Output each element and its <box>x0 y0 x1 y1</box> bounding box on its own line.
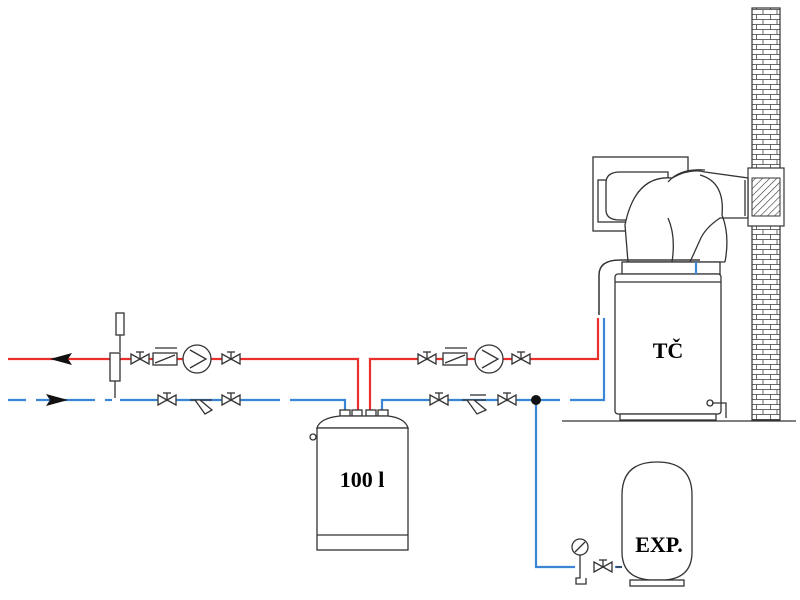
valve-icon <box>221 351 241 366</box>
circulation-pump-icon <box>474 344 504 374</box>
buffer-tank-label: 100 l <box>340 467 385 492</box>
expansion-vessel <box>616 461 693 587</box>
strainer-icon <box>462 394 488 415</box>
valve-icon <box>497 392 517 407</box>
valve-icon <box>429 392 449 407</box>
junction-dot <box>531 395 541 405</box>
pressure-gauge-icon <box>571 538 589 567</box>
check-valve-icon <box>442 347 468 366</box>
expansion-vessel-label: EXP. <box>635 532 682 557</box>
valve-icon <box>593 559 613 574</box>
chimney <box>747 7 785 421</box>
valve-icon <box>221 392 241 407</box>
circulation-pump-icon <box>182 344 212 374</box>
return-arrow-icon <box>46 394 68 406</box>
valve-icon <box>157 392 177 407</box>
strainer-icon <box>190 399 214 415</box>
valve-icon <box>511 351 531 366</box>
air-duct <box>592 156 749 263</box>
supply-arrow-icon <box>50 353 72 365</box>
valve-icon <box>130 351 150 366</box>
drain-tap-icon <box>575 567 587 585</box>
buffer-tank <box>309 409 409 551</box>
heat-pump-label: TČ <box>653 338 684 363</box>
check-valve-icon <box>152 347 178 366</box>
mixing-valve-group <box>109 312 125 398</box>
valve-icon <box>417 351 437 366</box>
